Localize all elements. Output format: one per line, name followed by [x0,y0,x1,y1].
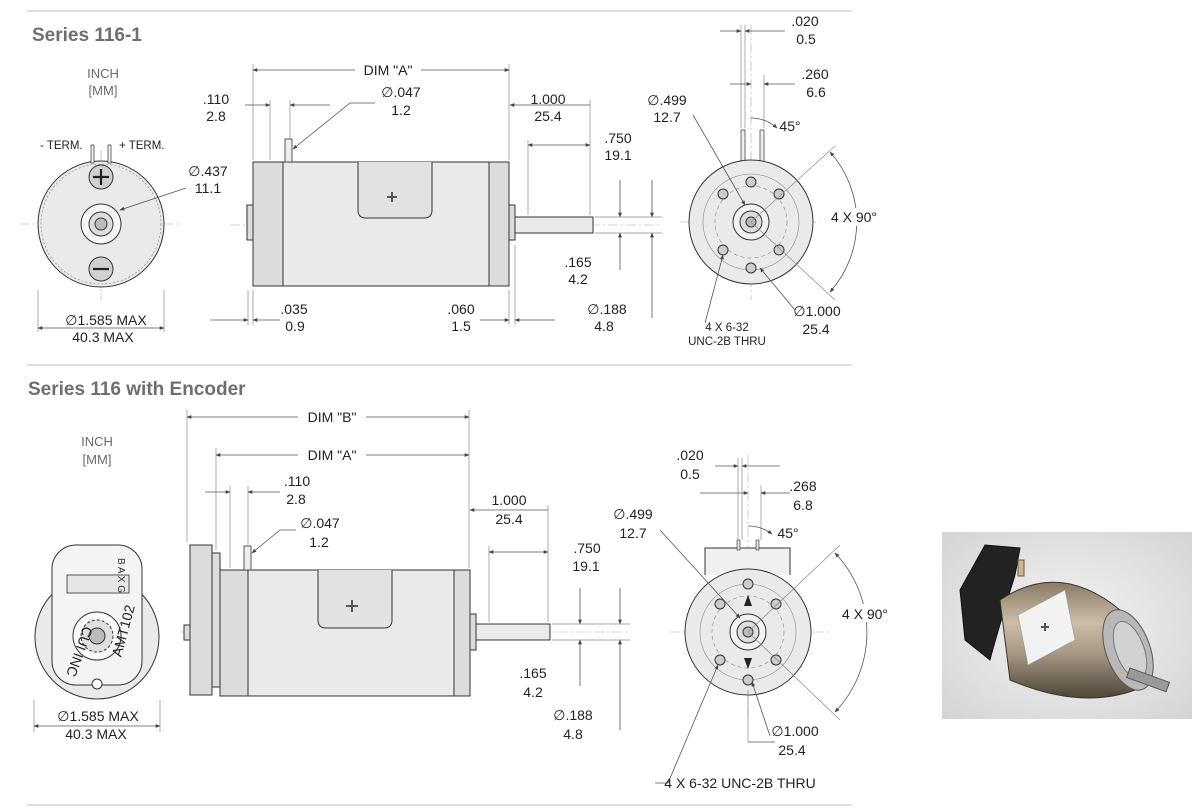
series2-angle-45: 45° [777,525,798,541]
series2-d268-mm: 6.8 [793,497,813,513]
series1-dia1585-inch: ∅1.585 MAX [65,312,147,328]
series2-thread: 4 X 6-32 UNC-2B THRU [664,775,815,791]
series1-d047-mm: 1.2 [391,102,411,118]
series1-d047-inch: ∅.047 [381,84,421,100]
series1-d499-inch: ∅.499 [647,92,687,108]
series1-d188-inch: ∅.188 [587,301,627,317]
series1-unit-inch: INCH [87,66,119,81]
series2-side-view [180,544,630,697]
series2-d1000b-mm: 25.4 [778,742,805,758]
series2-d020-inch: .020 [676,447,703,463]
series1-d499-mm: 12.7 [653,109,680,125]
series2-front-view [670,455,830,720]
series1-d020-inch: .020 [791,13,818,29]
series2-d499-mm: 12.7 [619,525,646,541]
series2-angle-4x90: 4 X 90° [842,606,888,622]
series1-d165-inch: .165 [564,254,591,270]
series1-angle-45: 45° [779,118,800,134]
series2-d188-mm: 4.8 [563,726,583,742]
series2-dia1585-mm: 40.3 MAX [65,726,127,742]
series1-d260-mm: 6.6 [806,84,826,100]
series1-pos-terminal-label: + TERM. [119,140,164,152]
series1-d750-mm: 19.1 [604,147,631,163]
series2-d020-mm: 0.5 [680,466,700,482]
series2-d1000-inch: 1.000 [491,492,526,508]
series1-front-view [680,25,820,300]
series2-d1000-mm: 25.4 [495,511,522,527]
series2-d165-inch: .165 [519,665,546,681]
series2-d188-inch: ∅.188 [553,707,593,723]
series1-d020-mm: 0.5 [796,31,816,47]
series2-title: Series 116 with Encoder [28,379,246,400]
series1-thread-line2: UNC-2B THRU [688,336,766,348]
series2-d750-mm: 19.1 [572,558,599,574]
series1-thread-line1: 4 X 6-32 [705,322,748,334]
series1-title: Series 116-1 [32,25,142,46]
series2-unit-inch: INCH [81,434,113,449]
series2-d047-mm: 1.2 [309,534,329,550]
series1-d1000b-mm: 25.4 [802,321,829,337]
series2-d499-inch: ∅.499 [613,506,653,522]
series1-d165-mm: 4.2 [568,271,588,287]
series1-d1000-mm: 25.4 [534,108,561,124]
motor-photo [942,532,1192,719]
series1-d1000-inch: 1.000 [530,91,565,107]
series1-dim-a: DIM "A" [364,62,413,78]
series1-d035-inch: .035 [280,301,307,317]
series2-d750-inch: .750 [573,540,600,556]
series2-d165-mm: 4.2 [523,684,543,700]
series1-angle-4x90: 4 X 90° [831,209,877,225]
series1-d188-mm: 4.8 [594,318,614,334]
series1-d035-mm: 0.9 [285,318,305,334]
series1-d1000b-inch: ∅1.000 [793,303,840,319]
series2-dia1585-inch: ∅1.585 MAX [57,708,139,724]
series2-d1000b-inch: ∅1.000 [771,723,818,739]
series2-d110-inch: .110 [284,473,310,489]
series1-dia1585-mm: 40.3 MAX [72,329,134,345]
series2-d047-inch: ∅.047 [300,515,340,531]
series1-d110-inch: .110 [203,91,229,107]
series2-d110-mm: 2.8 [286,491,306,507]
series2-d268-inch: .268 [789,478,816,494]
series1-d110-mm: 2.8 [206,108,226,124]
series2-unit-mm: [MM] [83,452,112,467]
series1-d060-mm: 1.5 [451,318,471,334]
series1-d260-inch: .260 [801,66,828,82]
series1-d750-inch: .750 [604,130,631,146]
series2-encoder-pin-label: B A X G [115,558,126,593]
series1-neg-terminal-label: - TERM. [40,140,83,152]
series2-dim-b: DIM "B" [308,409,357,425]
series1-unit-mm: [MM] [89,83,118,98]
series1-dia437-mm: 11.1 [195,180,221,196]
series1-d060-inch: .060 [447,301,474,317]
series1-dia437-inch: ∅.437 [188,163,228,179]
series1-end-view [20,144,180,300]
series1-side-view [230,138,660,287]
series2-dim-a: DIM "A" [308,447,357,463]
series2-encoder-end-view [34,544,160,700]
